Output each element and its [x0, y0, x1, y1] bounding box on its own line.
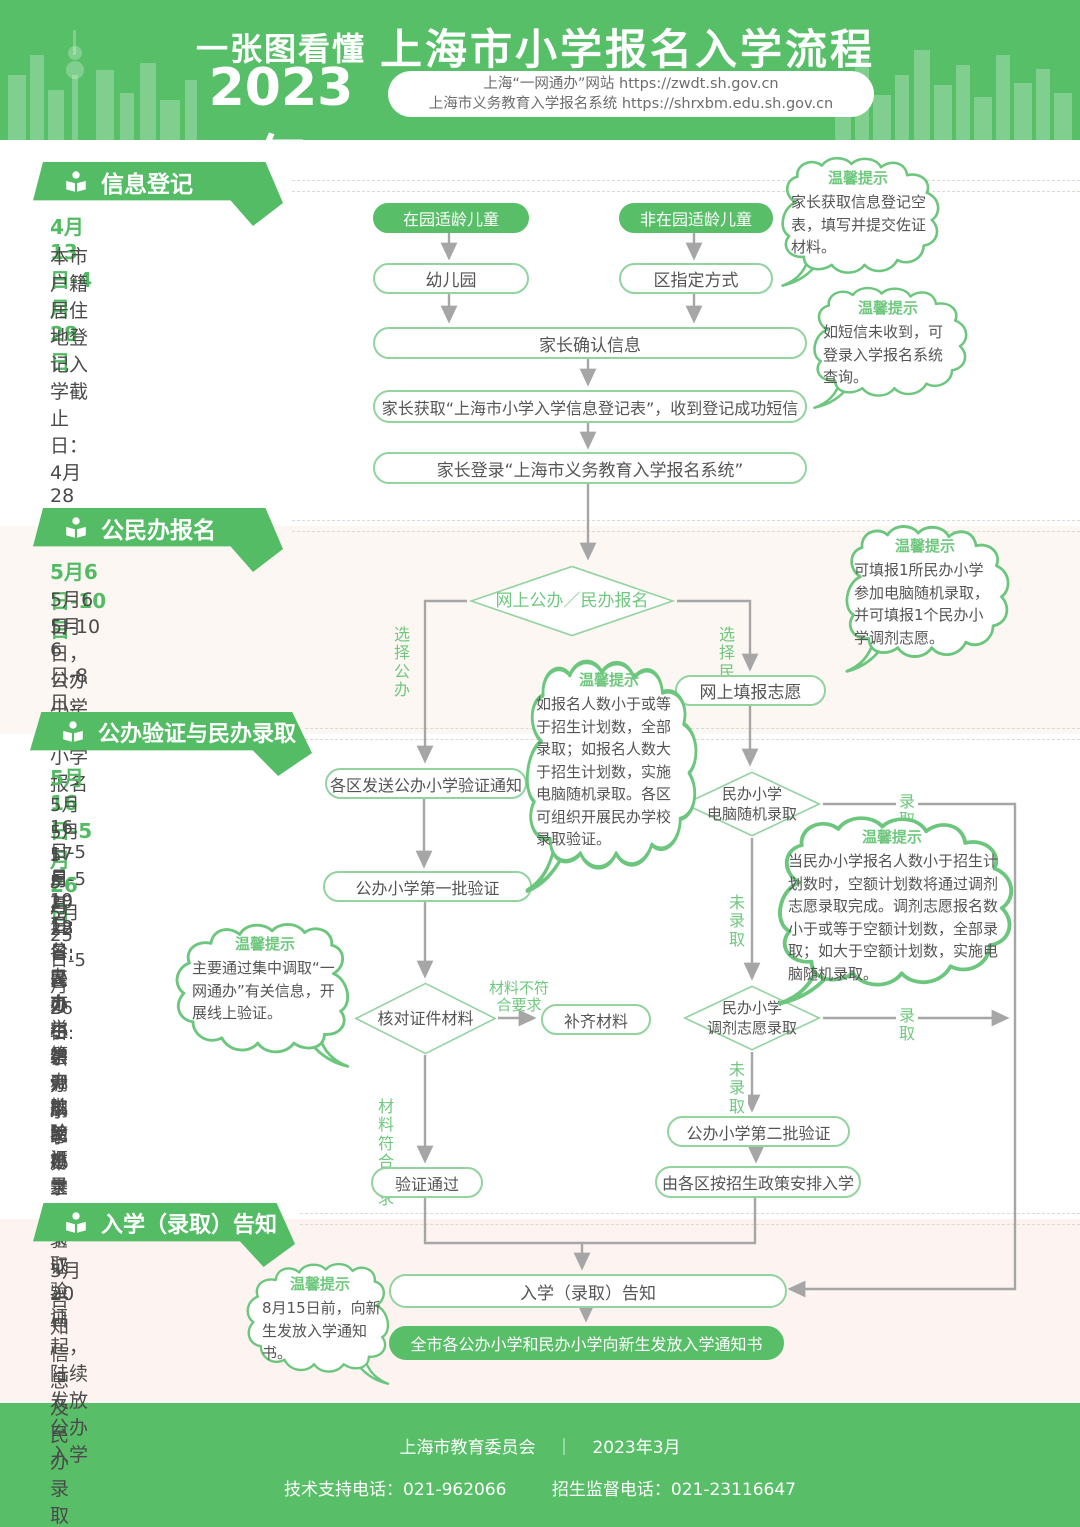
link-zwdt: 上海“一网通办”网站 https://zwdt.sh.gov.cn [483, 75, 779, 92]
tip-bubble-registration-form: 温馨提示 家长获取信息登记空表，填写并提交佐证材料。 [776, 156, 940, 288]
tip-bubble-adjust-rule: 温馨提示 当民办小学报名人数小于招生计划数时，空额计划数将通过调剂志愿录取完成。… [770, 815, 1014, 1007]
section-title: 公办验证与民办录取 [98, 721, 297, 747]
decision-online-apply: 网上公办／民办报名 [467, 565, 677, 637]
footer-date: 2023年3月 [592, 1438, 681, 1458]
node-kids-not-in-kindergarten: 非在园适龄儿童 [619, 203, 773, 233]
decision-private-lottery: 民办小学 电脑随机录取 [682, 771, 822, 837]
node-parents-obtain-form: 家长获取“上海市小学入学信息登记表”，收到登记成功短信 [373, 390, 807, 423]
footer-divider: ｜ [555, 1438, 573, 1458]
tip-title: 温馨提示 [289, 1275, 350, 1293]
section-date: 5月16日-5月26日 [50, 766, 93, 925]
edge-label-not-admitted-2: 未录取 [726, 1060, 749, 1118]
reader-icon [66, 1212, 86, 1233]
edge-label-choose-public: 选择公办 [391, 625, 414, 701]
footer-banner: 上海市教育委员会 ｜ 2023年3月 技术支持电话：021-962066 招生监督电… [0, 1403, 1080, 1527]
tip-bubble-online-verify: 温馨提示 主要通过集中调取“一网通办”有关信息，开展线上验证。 [175, 922, 355, 1069]
node-district-arrange: 由各区按招生政策安排入学 [655, 1166, 861, 1198]
tip-title: 温馨提示 [234, 935, 295, 953]
footer-support-phone: 技术支持电话：021-962066 [284, 1480, 507, 1500]
section-title: 公民办报名 [101, 517, 216, 544]
tip-text: 可填报1所民办小学参加电脑随机录取，并可填报1个民办小学调剂志愿。 [854, 561, 990, 647]
node-parents-confirm: 家长确认信息 [373, 327, 807, 359]
tip-title: 温馨提示 [894, 537, 955, 555]
decision-check-materials: 核对证件材料 [353, 982, 498, 1055]
section-note: 5月6日-10日，公办小学报名 [50, 589, 101, 746]
edge-label-admitted-2: 录取 [896, 1006, 919, 1045]
tip-title: 温馨提示 [861, 828, 922, 846]
tip-text: 主要通过集中调取“一网通办”有关信息，开展线上验证。 [192, 959, 335, 1022]
reader-icon [66, 171, 86, 192]
node-kindergarten: 幼儿园 [373, 263, 529, 294]
section-note: 5月20日起，陆续发放公办入学 [50, 1260, 89, 1466]
header-badge-line2: 2023年 [208, 58, 354, 191]
section-note: 5月16日-5月19日: 公办小学第一批验证 [50, 795, 86, 1170]
tip-text: 如报名人数小于或等于招生计划数，全部录取；如报名人数大于招生计划数，实施电脑随机… [536, 695, 672, 848]
section-divider [292, 520, 1080, 532]
node-public-second-batch: 公办小学第二批验证 [667, 1116, 850, 1147]
tip-text: 如短信未收到，可登录入学报名系统查询。 [823, 323, 944, 386]
section-note: 本市户籍居住地登记入学截止日：4月28日 [50, 246, 89, 533]
section-date: 4月13日-4月28日 [50, 215, 93, 374]
node-district-send-notice: 各区发送公办小学验证通知 [325, 768, 527, 799]
tip-bubble-notice-deadline: 温馨提示 8月15日前，向新生发放入学通知书。 [246, 1262, 394, 1386]
tip-text: 家长获取信息登记空表，填写并提交佐证材料。 [791, 193, 927, 256]
link-shrxbm: 上海市义务教育入学报名系统 https://shrxbm.edu.sh.gov.… [428, 95, 834, 112]
edge-label-not-admitted-1: 未录取 [726, 893, 749, 951]
tip-title: 温馨提示 [827, 169, 888, 187]
header-badge-line1: 一张图看懂 [195, 30, 366, 68]
section-band-4 [0, 1219, 1080, 1403]
reader-icon [66, 517, 86, 538]
header-banner: 一张图看懂 2023年 上海市小学报名入学流程 上海“一网通办”网站 https… [0, 0, 1080, 191]
section-divider [292, 180, 1080, 192]
node-public-first-batch: 公办小学第一批验证 [323, 871, 532, 902]
page-title: 上海市小学报名入学流程 [380, 25, 876, 74]
node-district-assigned: 区指定方式 [619, 263, 773, 294]
section-divider [300, 1213, 1080, 1225]
section-date: 5月6日-10日 [50, 560, 107, 642]
tip-text: 8月15日前，向新生发放入学通知书。 [262, 1299, 381, 1362]
tip-title: 温馨提示 [857, 299, 918, 317]
footer-org: 上海市教育委员会 [399, 1438, 536, 1458]
header-links-pill: 上海“一网通办”网站 https://zwdt.sh.gov.cn 上海市义务教… [388, 71, 874, 117]
edge-label-materials-fail: 材料不符 合要求 [488, 979, 549, 1015]
footer-supervision-phone: 招生监督电话：021-23116647 [551, 1480, 796, 1500]
section-note: 告知信息及民办录取告知信息 [50, 1289, 70, 1527]
tip-bubble-lottery-rule: 温馨提示 如报名人数小于或等于招生计划数，全部录取；如报名人数大于招生计划数，实… [520, 658, 698, 895]
section-title: 入学（录取）告知 [101, 1212, 278, 1238]
tip-title: 温馨提示 [578, 671, 639, 689]
city-skyline-left [8, 30, 197, 140]
node-complete-materials: 补齐材料 [541, 1004, 651, 1035]
city-skyline-right [835, 50, 1072, 140]
reader-icon [63, 721, 83, 742]
section-title: 信息登记 [101, 171, 193, 198]
tip-text: 当民办小学报名人数小于招生计划数时，空额计划数将通过调剂志愿录取完成。调剂志愿报… [788, 852, 999, 983]
node-verified: 验证通过 [371, 1167, 483, 1198]
footer-org-line: 上海市教育委员会 ｜ 2023年3月 [0, 1433, 1080, 1458]
node-fill-volunteer: 网上填报志愿 [675, 675, 826, 706]
footer-phone-line: 技术支持电话：021-962066 招生监督电话：021-23116647 [0, 1475, 1080, 1500]
node-admission-notice: 入学（录取）告知 [389, 1274, 787, 1308]
tip-bubble-volunteer-limit: 温馨提示 可填报1所民办小学参加电脑随机录取，并可填报1个民办小学调剂志愿。 [840, 524, 1010, 674]
node-send-notification: 全市各公办小学和民办小学向新生发放入学通知书 [389, 1326, 784, 1360]
tip-bubble-sms: 温馨提示 如短信未收到，可登录入学报名系统查询。 [808, 286, 968, 410]
node-kids-in-kindergarten: 在园适龄儿童 [373, 203, 529, 233]
section-note: 5月25日-5月26日: 公办小学第二批验证 [50, 903, 86, 1278]
node-parents-login: 家长登录“上海市义务教育入学报名系统” [373, 452, 807, 484]
